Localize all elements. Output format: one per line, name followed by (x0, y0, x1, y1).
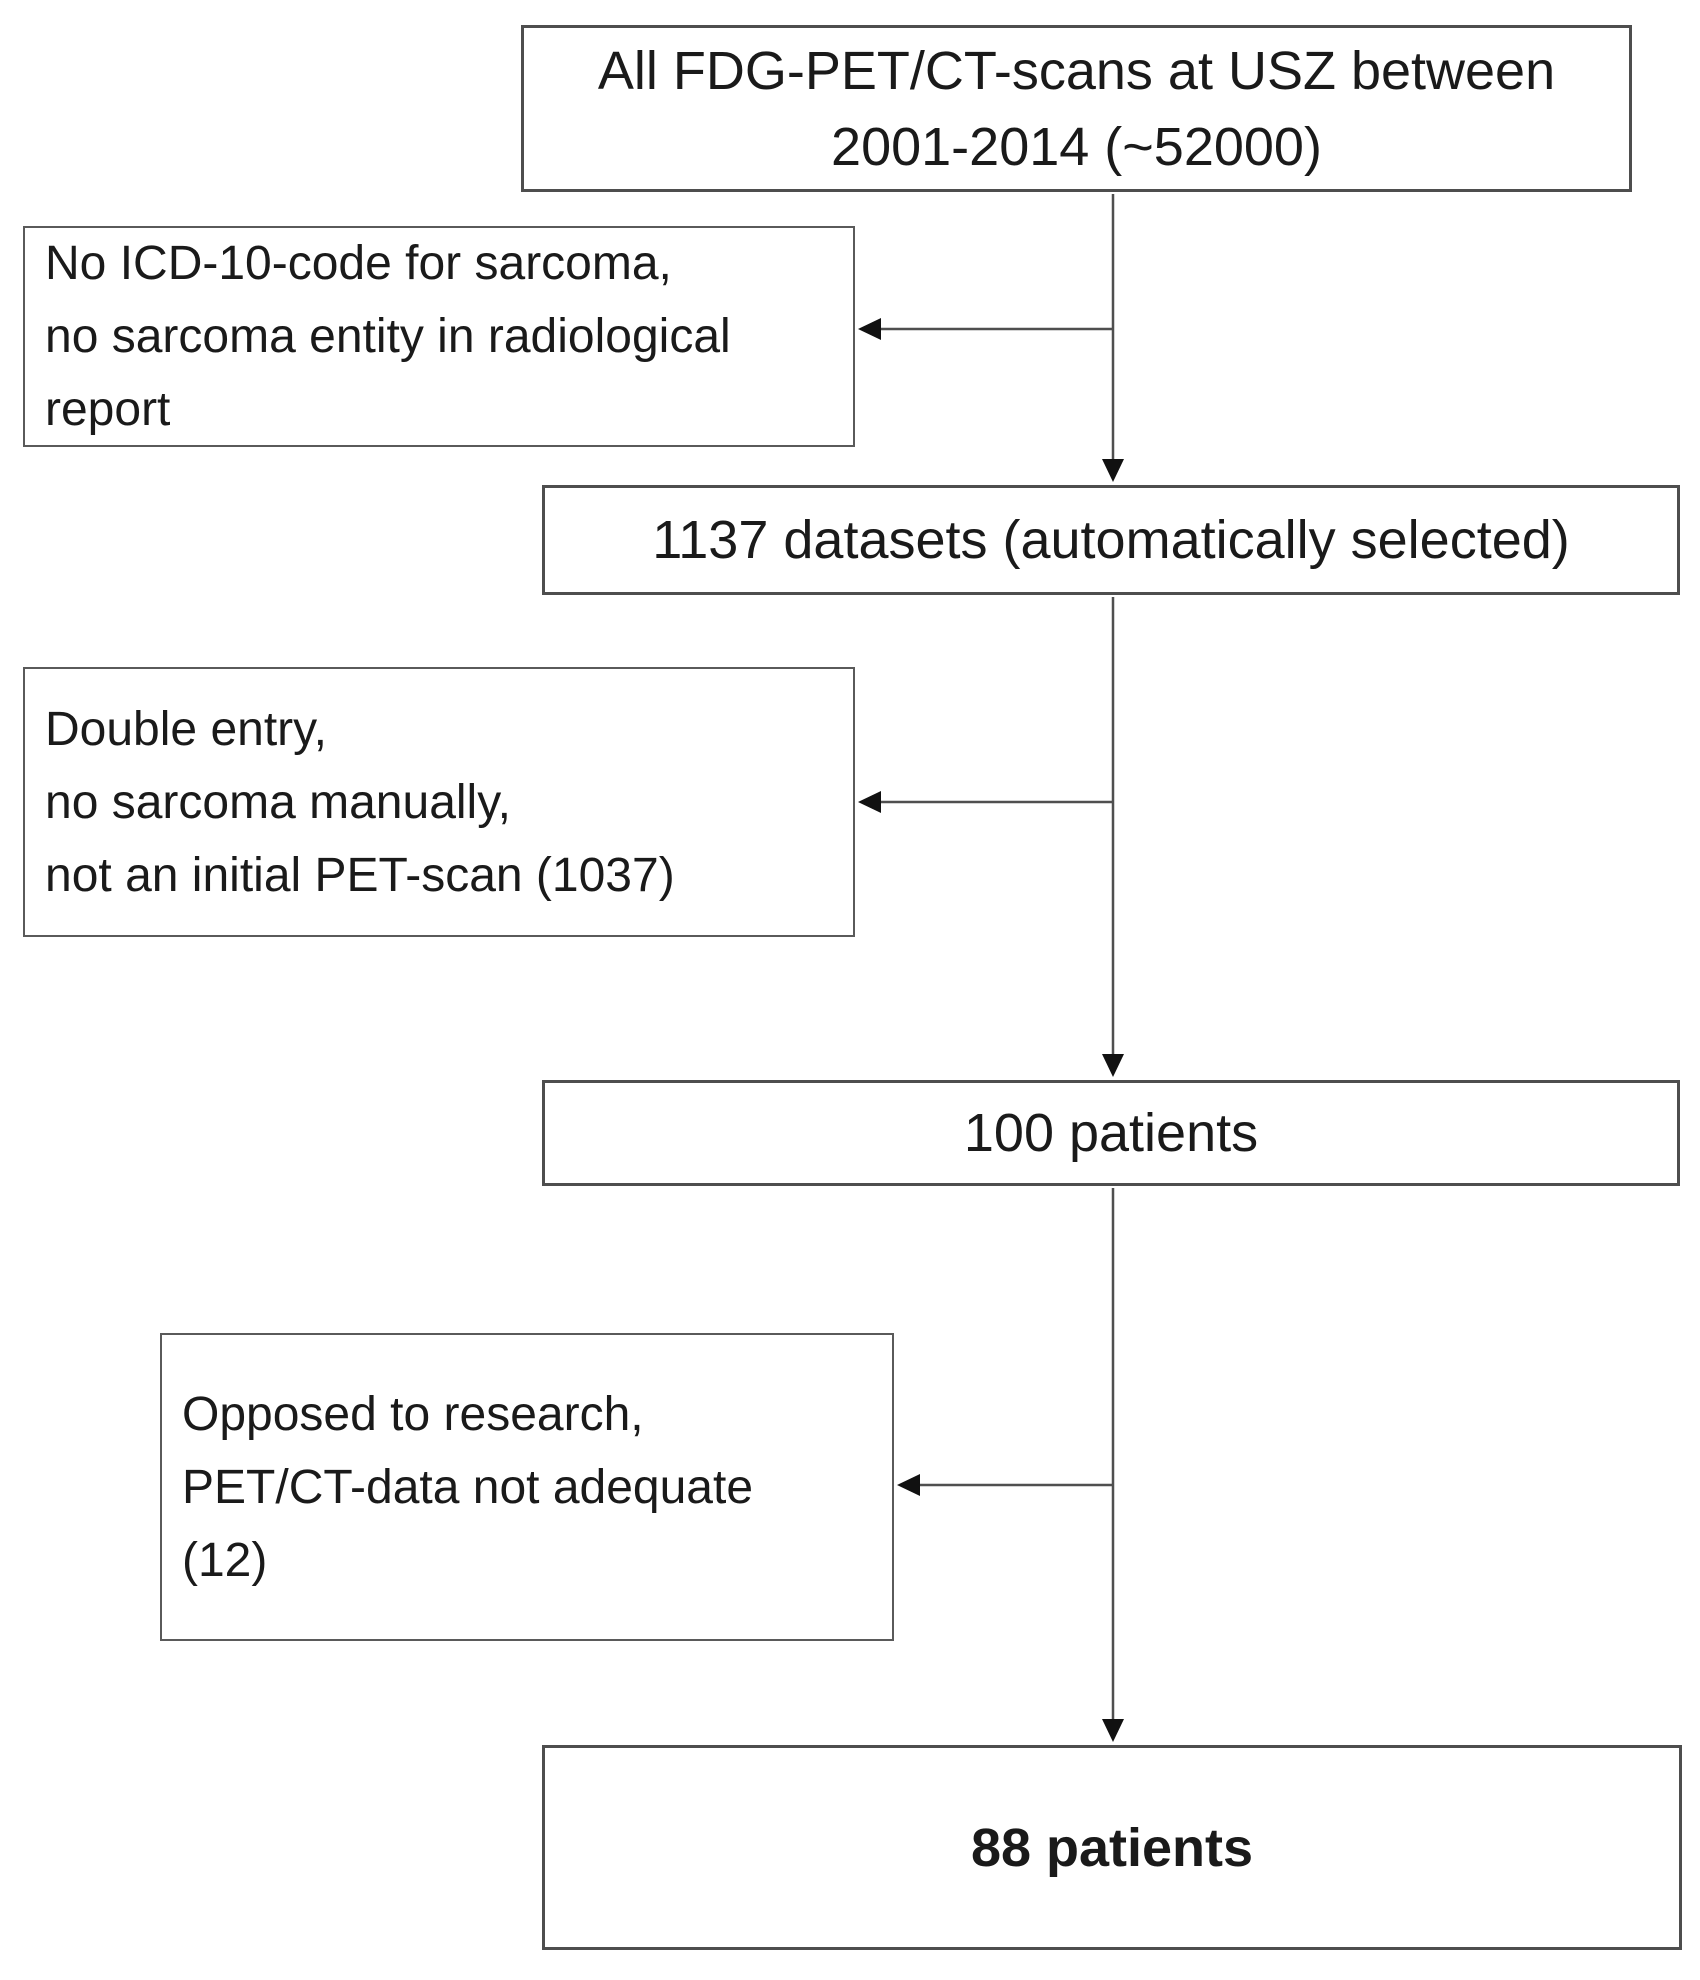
node-100-patients-line1: 100 patients (963, 1103, 1259, 1163)
node-all-scans: All FDG-PET/CT-scans at USZ between 2001… (521, 25, 1632, 192)
arrow-branch-excluded-auto (858, 318, 1113, 340)
node-excluded-manual-line2: no sarcoma manually, (45, 775, 511, 829)
arrow-branch-excluded-manual (858, 791, 1113, 813)
node-all-scans-line2: 2001-2014 (~52000) (831, 116, 1322, 177)
node-excluded-consent-line1: Opposed to research, (182, 1387, 644, 1441)
node-excluded-auto-line3: report (45, 383, 171, 436)
node-excluded-auto: No ICD-10-code for sarcoma, no sarcoma e… (23, 226, 855, 447)
node-excluded-consent-line2: PET/CT-data not adequate (182, 1460, 754, 1514)
node-all-scans-line1: All FDG-PET/CT-scans at USZ between (597, 40, 1556, 101)
node-datasets: 1137 datasets (automatically selected) (542, 485, 1680, 595)
node-excluded-manual-line1: Double entry, (45, 702, 327, 756)
node-100-patients: 100 patients (542, 1080, 1680, 1186)
arrow-100-patients-to-88-patients (1102, 1188, 1124, 1742)
node-88-patients-line1: 88 patients (970, 1817, 1254, 1878)
node-excluded-auto-line2: no sarcoma entity in radiological (45, 310, 731, 363)
node-excluded-manual: Double entry, no sarcoma manually, not a… (23, 667, 855, 937)
node-excluded-consent: Opposed to research, PET/CT-data not ade… (160, 1333, 894, 1641)
node-excluded-consent-line3: (12) (182, 1533, 268, 1587)
node-excluded-manual-line3: not an initial PET-scan (1037) (45, 848, 675, 902)
arrow-branch-excluded-consent (897, 1474, 1113, 1496)
node-excluded-auto-line1: No ICD-10-code for sarcoma, (45, 237, 672, 290)
node-88-patients: 88 patients (542, 1745, 1682, 1950)
arrow-scans-to-datasets (1102, 194, 1124, 482)
arrow-datasets-to-100-patients (1102, 597, 1124, 1077)
node-datasets-line1: 1137 datasets (automatically selected) (652, 510, 1570, 570)
